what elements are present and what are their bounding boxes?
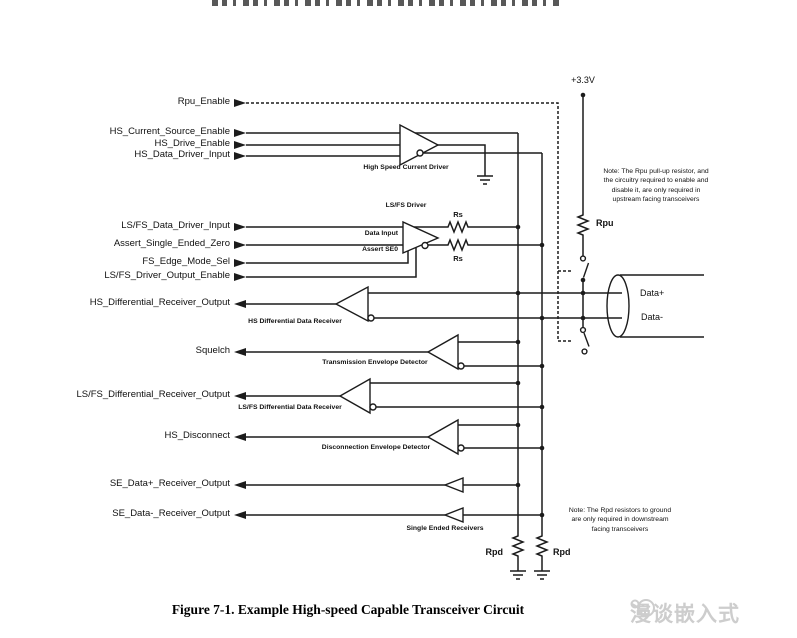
- inverting-bubble: [369, 403, 377, 411]
- input-arrow-icon: [234, 141, 246, 149]
- watermark: 漫谈嵌入式: [630, 594, 797, 632]
- inverting-bubble: [457, 444, 465, 452]
- output-arrow-icon: [234, 433, 246, 441]
- signal-arrowheads: [234, 99, 246, 519]
- ground-symbol-hs-driver: [477, 175, 493, 185]
- rpd-note-line: facing transceivers: [591, 525, 649, 533]
- single-ended-receiver-dplus: [443, 476, 464, 494]
- rpd-resistor-left: [510, 533, 526, 560]
- signal-label-lsfs-driver-output-enable: LS/FS_Driver_Output_Enable: [104, 270, 230, 281]
- junction-dots: [515, 92, 586, 518]
- rpu-resistor: [575, 213, 591, 237]
- output-arrow-icon: [234, 511, 246, 519]
- lsfs-driver: [402, 220, 440, 255]
- assert-se0-label: Assert SE0: [362, 246, 398, 253]
- disconnection-envelope-detector: [426, 418, 465, 456]
- input-arrow-icon: [234, 273, 246, 281]
- single-ended-receivers-label: Single Ended Receivers: [406, 525, 484, 532]
- signal-wires: [246, 132, 445, 516]
- input-arrow-icon: [234, 241, 246, 249]
- watermark-logo-icon: [630, 599, 655, 617]
- rpd-right-label: Rpd: [553, 547, 571, 557]
- figure-caption: Figure 7-1. Example High-speed Capable T…: [171, 602, 525, 617]
- inverting-bubble: [367, 314, 375, 322]
- rpd-note-line: Note: The Rpd resistors to ground: [568, 507, 672, 514]
- rpu-note: Note: The Rpu pull-up resistor, and the …: [588, 167, 724, 205]
- lsfs-differential-receiver-label: LS/FS Differential Data Receiver: [238, 404, 342, 411]
- transmission-envelope-detector-label: Transmission Envelope Detector: [322, 359, 428, 366]
- disconnection-envelope-detector-label: Disconnection Envelope Detector: [321, 444, 431, 451]
- data-input-label: Data Input: [364, 230, 398, 237]
- hs-current-driver: [399, 123, 440, 167]
- cropped-heading-text: [212, 0, 562, 6]
- signal-label-se-dataminus-receiver-output: SE_Data-_Receiver_Output: [112, 508, 230, 519]
- hs-current-driver-label: High Speed Current Driver: [363, 164, 449, 171]
- single-ended-receiver-dminus: [443, 506, 464, 524]
- hs-differential-receiver-label: HS Differential Data Receiver: [248, 318, 342, 325]
- inverting-bubble: [421, 241, 429, 250]
- ground-symbol-rpd-right: [534, 570, 550, 580]
- rpu-note-line: Note: The Rpu pull-up resistor, and: [603, 168, 709, 175]
- data-minus-label: Data-: [641, 312, 664, 322]
- rpd-resistor-right: [534, 533, 550, 560]
- signal-label-hs-data-driver-input: HS_Data_Driver_Input: [134, 149, 230, 160]
- output-arrow-icon: [234, 300, 246, 308]
- rs-resistor-upper: [445, 219, 470, 235]
- signal-label-fs-edge-mode-sel: FS_Edge_Mode_Sel: [142, 256, 230, 267]
- usb-cable-connector: [606, 274, 630, 338]
- lsfs-driver-label: LS/FS Driver: [385, 202, 427, 209]
- rpd-left-label: Rpd: [485, 547, 504, 557]
- ground-symbol-rpd-left: [510, 570, 526, 580]
- hs-differential-receiver: [334, 285, 375, 323]
- data-plus-label: Data+: [640, 288, 665, 298]
- rs-upper-label: Rs: [453, 210, 463, 219]
- signal-label-hs-disconnect: HS_Disconnect: [164, 430, 230, 441]
- input-arrow-icon: [234, 223, 246, 231]
- signal-label-assert-single-ended-zero: Assert_Single_Ended_Zero: [113, 238, 230, 249]
- signal-label-lsfs-differential-receiver-output: LS/FS_Differential_Receiver_Output: [76, 389, 231, 400]
- signal-label-squelch: Squelch: [195, 345, 230, 356]
- input-arrow-icon: [234, 259, 246, 267]
- signal-label-hs-current-source-enable: HS_Current_Source_Enable: [109, 126, 230, 137]
- bus-wires: [368, 95, 704, 571]
- inverting-bubble: [457, 362, 465, 370]
- rpu-switch-dplus: [579, 255, 590, 278]
- lsfs-differential-receiver: [338, 377, 377, 415]
- rpd-note-line: are only required in downstream: [571, 516, 669, 524]
- rpu-switch-dminus: [579, 326, 590, 355]
- rs-lower-label: Rs: [453, 254, 463, 263]
- signal-label-hs-differential-receiver-output: HS_Differential_Receiver_Output: [89, 297, 230, 308]
- rpd-note: Note: The Rpd resistors to ground are on…: [552, 506, 688, 534]
- rs-resistor-lower: [445, 237, 470, 253]
- v33-label: +3.3V: [571, 75, 595, 85]
- transmission-envelope-detector: [426, 333, 465, 371]
- output-arrow-icon: [234, 481, 246, 489]
- signal-label-hs-drive-enable: HS_Drive_Enable: [154, 138, 230, 149]
- rpu-enable-control-wire: [246, 102, 571, 342]
- signal-label-se-dataplus-receiver-output: SE_Data+_Receiver_Output: [109, 478, 230, 489]
- rpu-note-line: disable it, are only required in: [611, 186, 701, 194]
- signal-label-rpu-enable: Rpu_Enable: [177, 96, 230, 107]
- signal-label-lsfs-data-driver-input: LS/FS_Data_Driver_Input: [121, 220, 230, 231]
- inverting-bubble: [416, 149, 424, 157]
- input-arrow-icon: [234, 99, 246, 107]
- input-arrow-icon: [234, 152, 246, 160]
- rpu-note-line: upstream facing transceivers: [612, 196, 700, 204]
- input-arrow-icon: [234, 129, 246, 137]
- output-arrow-icon: [234, 392, 246, 400]
- output-arrow-icon: [234, 348, 246, 356]
- rpu-label: Rpu: [596, 218, 614, 228]
- rpu-note-line: the circuitry required to enable and: [603, 177, 709, 185]
